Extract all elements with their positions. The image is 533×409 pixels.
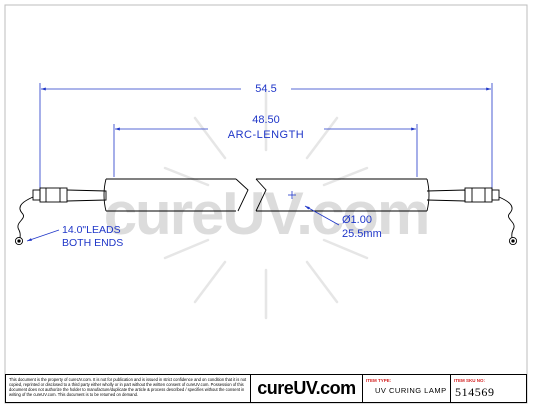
item-sku-caption: ITEM SKU NO: [454, 378, 485, 383]
item-type-cell: ITEM TYPE: UV CURING LAMP [363, 375, 451, 402]
diameter-inch-label: Ø1.00 [342, 214, 372, 226]
arc-length-label: ARC-LENGTH [228, 129, 305, 141]
arc-length-dimension: 48.50 ARC-LENGTH [113, 114, 418, 177]
brand-logo: cureUV.com [251, 375, 363, 402]
leads-label-line2: BOTH ENDS [62, 237, 123, 249]
right-lead-terminal [508, 236, 518, 246]
leads-callout: 14.0"LEADS BOTH ENDS [26, 224, 123, 249]
item-type-value: UV CURING LAMP [375, 386, 447, 395]
item-sku-value: 514569 [455, 385, 495, 399]
arc-length-value: 48.50 [252, 114, 280, 126]
title-block: This document is the property of cureUV.… [5, 374, 527, 403]
right-lead-wire [498, 196, 515, 239]
left-lead-wire [17, 196, 34, 239]
overall-length-dimension: 54.5 [39, 83, 493, 190]
left-lead-terminal [14, 236, 24, 246]
item-type-caption: ITEM TYPE: [366, 378, 392, 383]
center-mark [288, 191, 296, 199]
item-sku-cell: ITEM SKU NO: 514569 [451, 375, 526, 402]
watermark-text: cureUV.com [104, 180, 429, 247]
diameter-mm-label: 25.5mm [342, 228, 382, 240]
watermark: cureUV.com [104, 90, 430, 320]
leads-label-line1: 14.0"LEADS [62, 224, 121, 236]
right-end-cap [464, 187, 493, 203]
left-end-cap [32, 189, 41, 201]
overall-length-label: 54.5 [255, 83, 276, 95]
lamp-body [14, 178, 518, 246]
page-border [4, 4, 528, 404]
confidentiality-notice: This document is the property of cureUV.… [6, 375, 251, 402]
diameter-callout: Ø1.00 25.5mm [304, 205, 382, 240]
